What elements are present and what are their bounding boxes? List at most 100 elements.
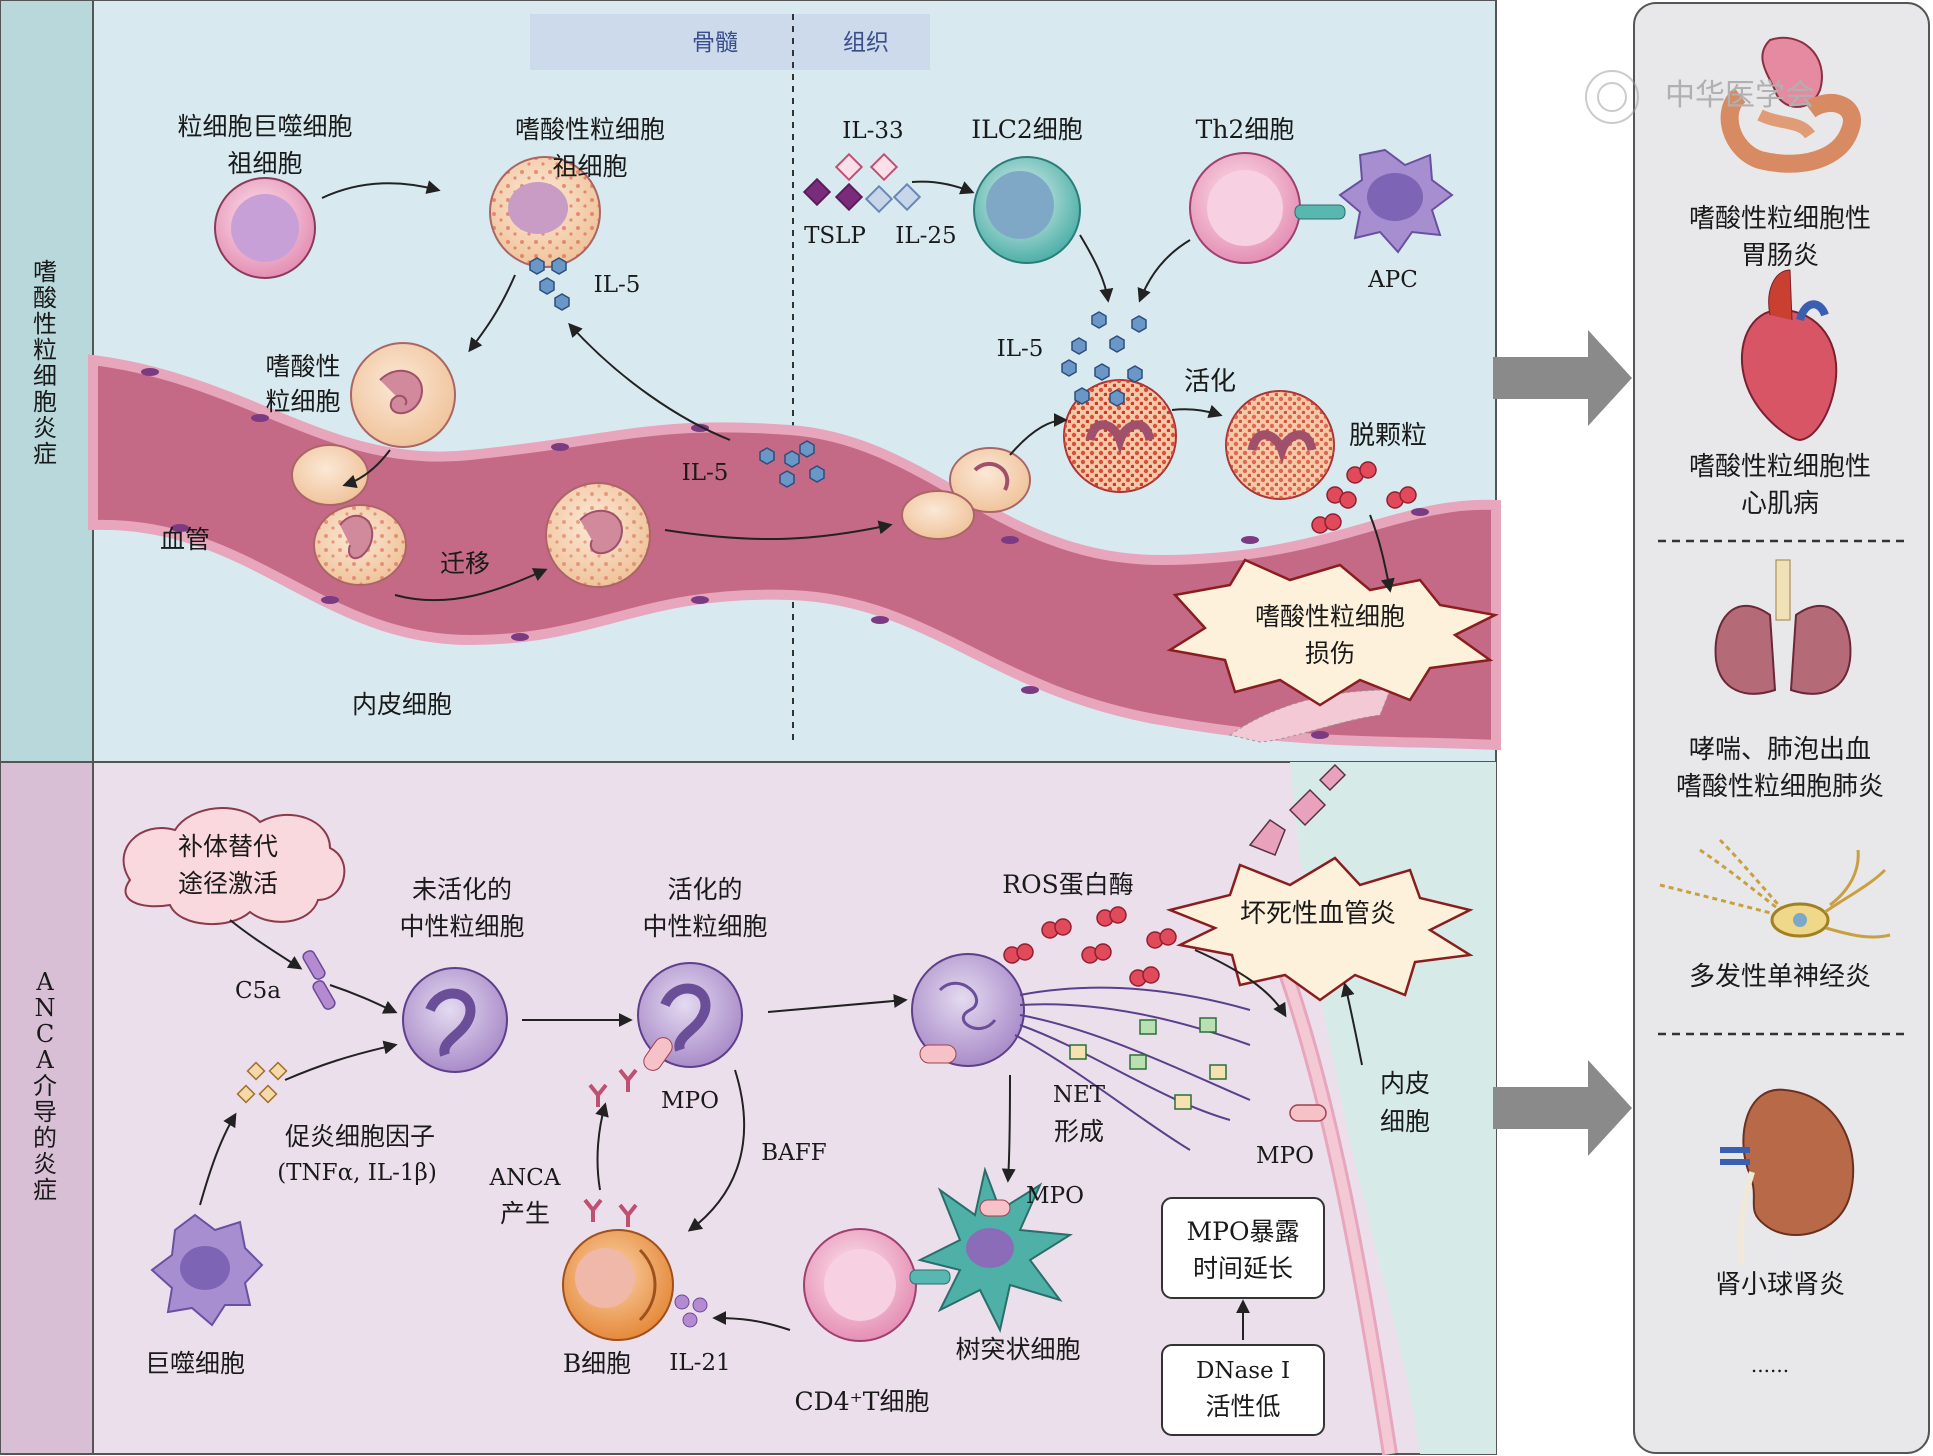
right-panel [1585, 2, 1930, 1454]
eop-label-1: 嗜酸性粒细胞 [515, 115, 665, 144]
top-text-labels: 骨髓 组织 粒细胞巨噬细胞 祖细胞 嗜酸性粒细胞 祖细胞 IL-5 嗜酸性 粒细… [160, 30, 1427, 719]
mpo-label-b: MPO [1256, 1143, 1314, 1169]
apc-label: APC [1367, 267, 1418, 293]
baff-label: BAFF [761, 1140, 826, 1166]
damage-label-2: 损伤 [1305, 639, 1355, 668]
tslp-il25-il33-diamonds [802, 152, 922, 214]
blood-vessel [88, 354, 1501, 751]
big-arrows [1493, 330, 1632, 1156]
net-label-1: NET [1053, 1082, 1106, 1108]
eos-label-1: 嗜酸性 [265, 352, 340, 381]
eop-label-2: 祖细胞 [552, 152, 627, 181]
il33-label: IL-33 [842, 118, 903, 144]
kidney-icon [1720, 1088, 1855, 1266]
il5-hexagons-a [529, 257, 570, 311]
vessel-label: 血管 [160, 525, 210, 554]
bottom-text-labels: 补体替代 途径激活 C5a 未活化的 中性粒细胞 活化的 中性粒细胞 ROS蛋白… [145, 832, 1430, 1421]
kidney-label: 肾小球肾炎 [1715, 1270, 1845, 1300]
heart-icon [1740, 269, 1838, 442]
bcell-label: B细胞 [563, 1349, 631, 1378]
degranulation-label: 脱颗粒 [1349, 421, 1427, 451]
anca-label-1: ANCA [489, 1165, 561, 1191]
antibodies [583, 1068, 638, 1227]
dnase-label-2: 活性低 [1205, 1392, 1280, 1421]
header-right-label: 组织 [843, 30, 889, 56]
top-panel [0, 0, 1501, 763]
activated-eosinophil [1063, 379, 1177, 493]
netosis-neutrophil [911, 953, 1327, 1151]
eosinophil-cell [350, 342, 456, 448]
cd4-label: CD4⁺T细胞 [795, 1387, 930, 1416]
unactivated-label-1: 未活化的 [412, 875, 512, 904]
activation-label: 活化 [1184, 367, 1236, 397]
complement-cloud [122, 807, 346, 926]
apc-cell [1294, 148, 1454, 254]
granules [1311, 461, 1417, 534]
gi-label-1: 嗜酸性粒细胞性 [1689, 204, 1871, 234]
activated-label-2: 中性粒细胞 [642, 912, 767, 941]
damage-label-1: 嗜酸性粒细胞 [1255, 602, 1405, 631]
cd4-t-cell [803, 1228, 951, 1342]
heart-label-2: 心肌病 [1741, 489, 1819, 519]
necrotizing-starburst [1165, 856, 1474, 1002]
heart-label-1: 嗜酸性粒细胞性 [1689, 452, 1871, 482]
damage-starburst [1166, 558, 1499, 707]
lungs-icon [1714, 559, 1852, 695]
th2-label: Th2细胞 [1196, 115, 1295, 144]
stomach-intestine-icon [1720, 36, 1861, 173]
complement-label-1: 补体替代 [178, 832, 278, 861]
ilc2-label: ILC2细胞 [971, 115, 1083, 144]
top-sidebar [0, 0, 94, 763]
mpo-label-a: MPO [661, 1088, 719, 1114]
lung-label-1: 哮喘、肺泡出血 [1689, 735, 1871, 765]
unactivated-label-2: 中性粒细胞 [399, 912, 524, 941]
il21-label: IL-21 [669, 1350, 730, 1376]
eos-label-2: 粒细胞 [265, 387, 340, 416]
dendritic-label: 树突状细胞 [955, 1335, 1080, 1364]
top-sidebar-label-text: 嗜酸性粒细胞炎症 [33, 258, 57, 468]
top-sidebar-label: 嗜酸性粒细胞炎症 [33, 258, 57, 468]
mpo-exposure-label-2: 时间延长 [1193, 1254, 1293, 1283]
activated-neutrophil [637, 962, 743, 1071]
il5-hexagons-c [1061, 311, 1147, 407]
tslp-label: TSLP [804, 223, 866, 249]
bottom-panel [0, 761, 1497, 1456]
c5a-label: C5a [235, 978, 281, 1004]
header-left-label: 骨髓 [692, 30, 738, 56]
b-cell [562, 1229, 674, 1341]
bottom-sidebar [0, 761, 94, 1455]
ilc2-cell [973, 156, 1081, 264]
endothelial-b-label-1: 内皮 [1380, 1069, 1430, 1098]
eosinophil-transmigrating-a [291, 444, 407, 586]
complement-label-2: 途径激活 [178, 869, 278, 898]
activated-label-1: 活化的 [667, 875, 742, 904]
watermark-text: 中华医学会 [1665, 78, 1815, 113]
gmp-label-2: 祖细胞 [227, 149, 302, 178]
gi-label-2: 胃肠炎 [1741, 241, 1819, 271]
migration-label: 迁移 [440, 549, 490, 578]
unactivated-neutrophil [402, 967, 508, 1073]
il25-label: IL-25 [895, 223, 956, 249]
il5-label-b: IL-5 [682, 460, 729, 486]
net-label-2: 形成 [1054, 1117, 1104, 1146]
neuron-icon [1659, 838, 1891, 939]
right-text-labels: 中华医学会 嗜酸性粒细胞性 胃肠炎 嗜酸性粒细胞性 心肌病 哮喘、肺泡出血 嗜酸… [1665, 78, 1884, 1377]
th2-cell [1189, 152, 1301, 264]
il5-label-c: IL-5 [997, 336, 1044, 362]
mpo-exposure-label-1: MPO暴露 [1187, 1217, 1300, 1246]
gmp-cell [214, 177, 316, 279]
c5a-rods [302, 950, 336, 1010]
eosinophil-progenitor-cell [489, 156, 601, 268]
gmp-label-1: 粒细胞巨噬细胞 [177, 112, 352, 141]
mpo-label-c: MPO [1026, 1183, 1084, 1209]
dendritic-cell [917, 1166, 1074, 1333]
il5-hexagons-b [759, 440, 825, 488]
watermark-logo-icon [1585, 70, 1639, 124]
mpo-exposure-box [1161, 1197, 1325, 1299]
il5-label-a: IL-5 [594, 272, 641, 298]
eosinophil-transmigrating-b [901, 447, 1031, 540]
degranulating-eosinophil [1225, 390, 1335, 500]
endothelial-b-label-2: 细胞 [1380, 1107, 1430, 1136]
dnase-box [1161, 1344, 1325, 1436]
